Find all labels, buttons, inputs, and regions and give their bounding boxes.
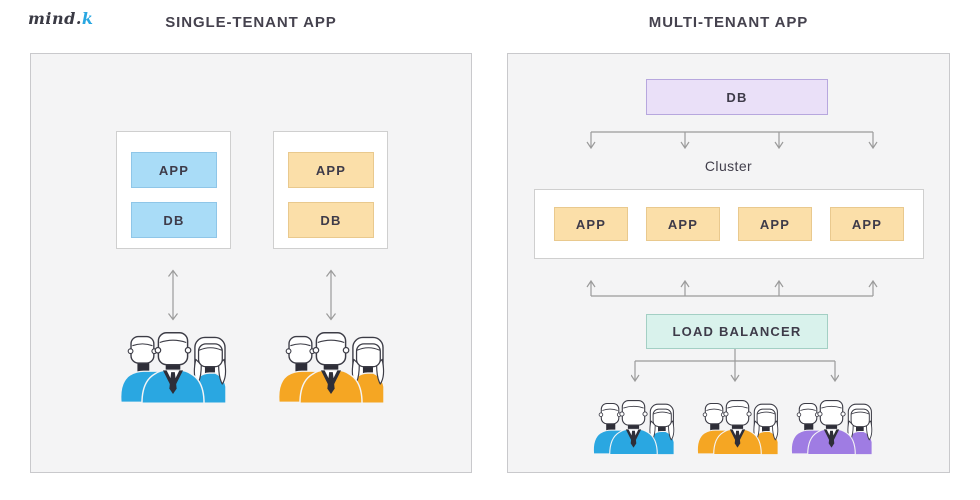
logo-text-blue: k <box>81 9 94 28</box>
db-to-cluster-arrows-icon <box>586 131 878 150</box>
multi-tenant-title: MULTI-TENANT APP <box>648 14 809 31</box>
double-arrow-icon <box>168 269 178 321</box>
app-box-orange: APP <box>288 152 374 188</box>
db-box-blue: DB <box>131 202 217 238</box>
single-tenant-panel: APP DB APP DB <box>30 53 472 473</box>
tenant-card-blue: APP DB <box>116 131 231 249</box>
single-tenant-title: SINGLE-TENANT APP <box>165 14 337 31</box>
cluster-app-box: APP <box>738 207 812 241</box>
cluster-label: Cluster <box>704 158 753 174</box>
cluster-app-box: APP <box>830 207 904 241</box>
users-group-blue <box>119 332 227 404</box>
db-box-orange: DB <box>288 202 374 238</box>
lb-to-cluster-arrows-icon <box>586 279 878 297</box>
users-group-purple <box>790 400 873 456</box>
load-balancer-box: LOAD BALANCER <box>646 314 828 349</box>
logo-text-dark: mind. <box>28 9 82 28</box>
cluster-app-box: APP <box>554 207 628 241</box>
users-group-orange <box>277 332 385 404</box>
double-arrow-icon <box>326 269 336 321</box>
multi-tenant-panel: DB Cluster APP APP APP APP LOAD BALANCER <box>507 53 950 473</box>
users-group-blue <box>592 400 675 456</box>
cluster-app-box: APP <box>646 207 720 241</box>
lb-to-users-arrows-icon <box>631 349 839 383</box>
app-box-blue: APP <box>131 152 217 188</box>
db-box-shared: DB <box>646 79 828 115</box>
cluster-box: APP APP APP APP <box>534 189 924 259</box>
users-group-orange <box>696 400 779 456</box>
tenant-card-orange: APP DB <box>273 131 388 249</box>
mindk-logo: mind.k <box>28 9 94 28</box>
